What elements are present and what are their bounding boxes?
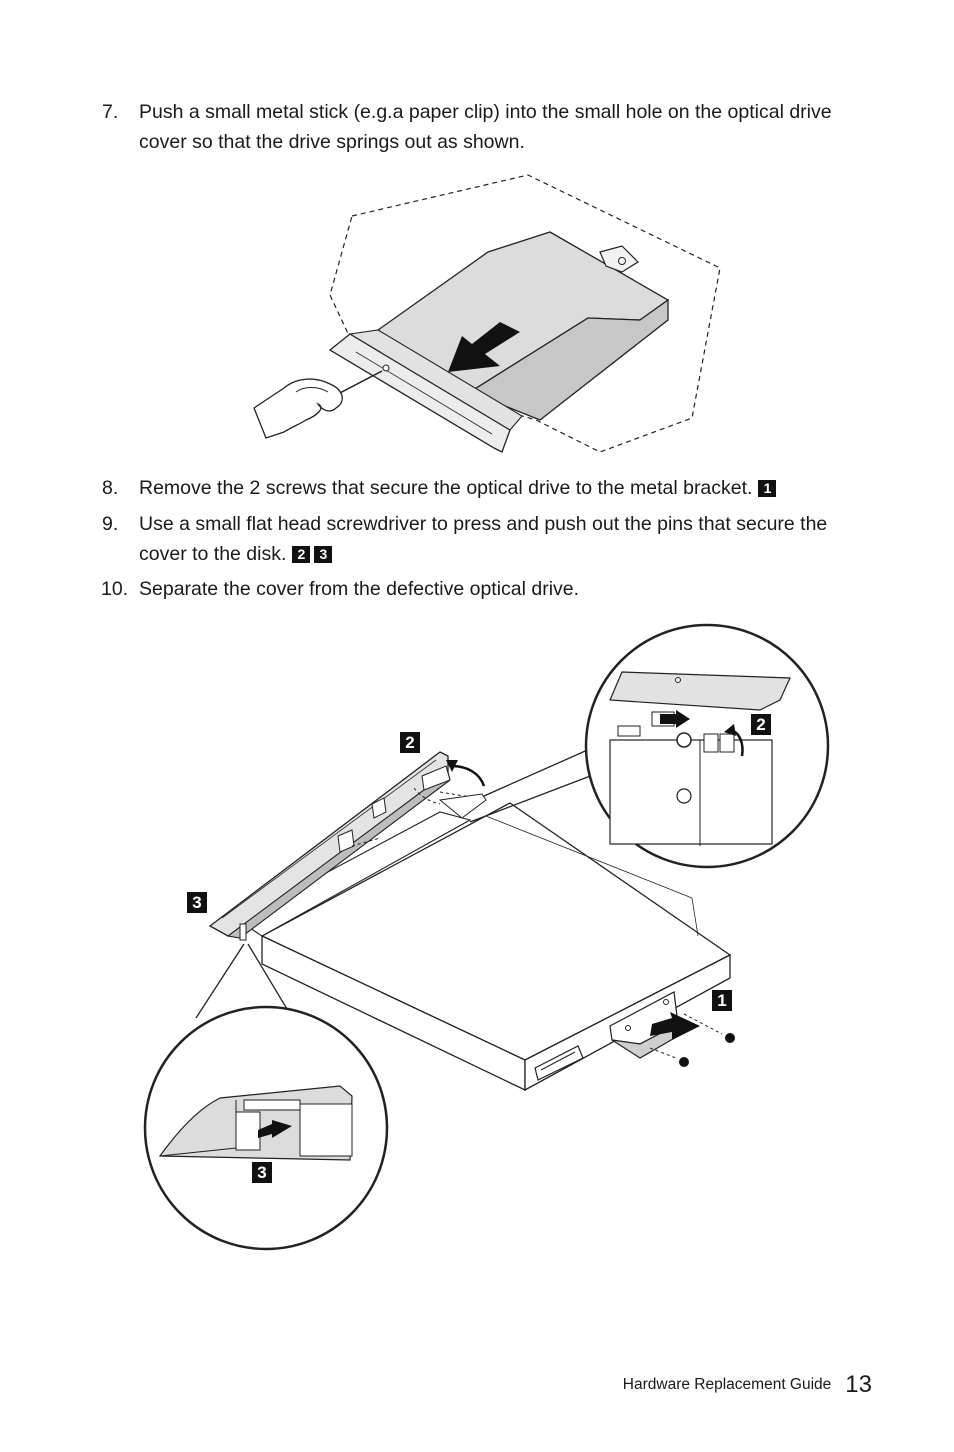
callout-badge: 2 <box>400 732 420 753</box>
step-body: Remove the 2 screws that secure the opti… <box>139 473 862 503</box>
step-number: 8. <box>102 477 119 499</box>
page-number: 13 <box>845 1371 872 1398</box>
step-text: Push a small metal stick (e.g.a paper cl… <box>139 101 832 153</box>
step-number: 9. <box>102 513 119 535</box>
step-text: Use a small flat head screwdriver to pre… <box>139 513 828 565</box>
page-footer: Hardware Replacement Guide 13 <box>560 1371 872 1399</box>
step-10: 10. Separate the cover from the defectiv… <box>101 574 862 604</box>
callout-badge: 2 <box>292 546 311 563</box>
callout-badge: 2 <box>751 714 771 735</box>
callout-badge: 3 <box>187 892 207 913</box>
step-8: 8. Remove the 2 screws that secure the o… <box>102 473 862 503</box>
optical-drive-eject-illustration <box>253 174 721 453</box>
step-9: 9. Use a small flat head screwdriver to … <box>102 509 862 569</box>
callout-badge: 1 <box>758 480 777 497</box>
callout-badge: 3 <box>252 1162 272 1183</box>
step-body: Use a small flat head screwdriver to pre… <box>139 509 862 569</box>
callout-badge: 1 <box>712 990 732 1011</box>
step-text: Separate the cover from the defective op… <box>139 578 580 600</box>
step-number: 7. <box>102 101 119 123</box>
guide-title: Hardware Replacement Guide <box>622 1376 832 1393</box>
step-text: Remove the 2 screws that secure the opti… <box>139 477 753 499</box>
step-number: 10. <box>101 578 129 600</box>
callout-badge: 3 <box>314 546 333 563</box>
step-7: 7. Push a small metal stick (e.g.a paper… <box>102 97 862 157</box>
